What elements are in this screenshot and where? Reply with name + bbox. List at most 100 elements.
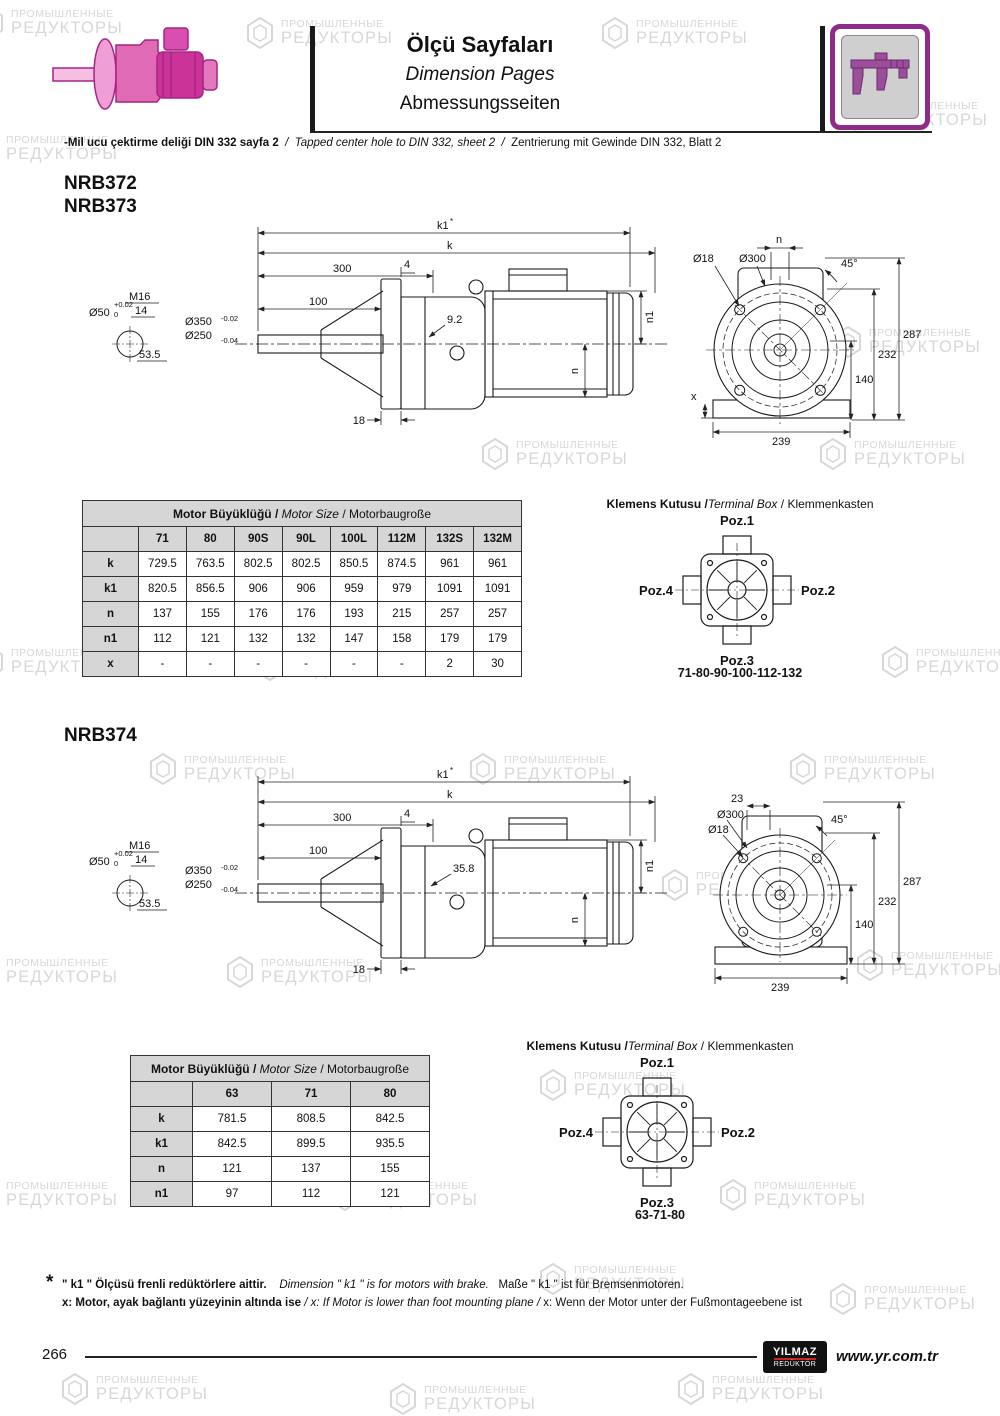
- dim-tol-m1: -0.02: [221, 314, 238, 323]
- dim-gap: 9.2: [447, 314, 462, 326]
- dim-23: 23: [731, 793, 743, 805]
- dim-100: 100: [309, 296, 327, 308]
- dim-d300: Ø300: [739, 253, 766, 265]
- dim-4: 4: [404, 808, 410, 820]
- dim-k1: k1: [437, 220, 449, 232]
- dim-n: n: [569, 917, 581, 923]
- dim-d350: Ø350: [185, 316, 212, 328]
- dim-d18: Ø18: [693, 253, 714, 265]
- dim-239: 239: [772, 436, 790, 448]
- page-number: 266: [42, 1346, 68, 1363]
- table-row: k1 820.5 856.5 906 906 959 979 1091 1091: [82, 576, 522, 602]
- terminal-box-diagram-nrb372: Poz.1 Poz.2 Poz.3 Poz.4: [639, 513, 835, 668]
- dim-tol-m2: -0.04: [221, 885, 238, 894]
- footer-rule: [85, 1356, 757, 1358]
- dim-18: 18: [353, 964, 365, 976]
- dim-m16: M16: [129, 291, 150, 303]
- header-divider-right: [820, 26, 825, 132]
- dim-k1-star: *: [450, 217, 453, 226]
- note-tr: -Mil ucu çektirme deliği DIN 332 sayfa 2: [64, 137, 279, 149]
- page-title-en: Dimension Pages: [405, 64, 555, 85]
- table-row: n1 112 121 132 132 147 158 179 179: [82, 626, 522, 652]
- dim-232: 232: [878, 896, 896, 908]
- din-note: -Mil ucu çektirme deliği DIN 332 sayfa 2…: [64, 137, 722, 149]
- table-row: k 729.5 763.5 802.5 802.5 850.5 874.5 96…: [82, 551, 522, 577]
- model-label-nrb374: NRB374: [64, 725, 137, 746]
- terminal-box-title: Klemens Kutusu /Terminal Box / Klemmenka…: [606, 497, 874, 511]
- dim-d350: Ø350: [185, 865, 212, 877]
- poz4-label: Poz.4: [559, 1125, 594, 1140]
- caliper-icon: [841, 35, 919, 119]
- caliper-icon-frame: [830, 24, 930, 130]
- dim-100: 100: [309, 845, 327, 857]
- dim-k: k: [447, 789, 453, 801]
- side-view-drawing-nrb374: k1 * k 300 4 100 35.8 18 Ø350 Ø250 -0.02…: [89, 766, 667, 976]
- dim-232: 232: [878, 349, 896, 361]
- dim-18: 18: [353, 415, 365, 427]
- dim-m16: M16: [129, 840, 150, 852]
- poz1-label: Poz.1: [720, 513, 754, 528]
- table-title: Motor Büyüklüğü / Motor Size / Motorbaug…: [82, 500, 522, 527]
- table-row: n 137 155 176 176 193 215 257 257: [82, 601, 522, 627]
- dim-287: 287: [903, 876, 921, 888]
- dim-d50: Ø50: [89, 307, 110, 319]
- gearmotor-photo: [52, 27, 218, 110]
- dim-239: 239: [771, 982, 789, 994]
- dim-x: x: [691, 391, 697, 403]
- note-de: Zentrierung mit Gewinde DIN 332, Blatt 2: [511, 137, 722, 149]
- dim-n: n: [569, 368, 581, 374]
- poz3-label: Poz.3: [720, 653, 754, 668]
- dim-45: 45°: [841, 258, 858, 270]
- dim-n: n: [776, 234, 782, 246]
- header-rule: [310, 131, 932, 133]
- model-label-nrb372: NRB372: [64, 173, 137, 194]
- table-row: k 781.5 808.5 842.5: [130, 1106, 430, 1132]
- page-title-tr: Ölçü Sayfaları: [406, 32, 554, 57]
- website-url: www.yr.com.tr: [836, 1348, 938, 1365]
- note-en: Tapped center hole to DIN 332, sheet 2: [294, 137, 496, 149]
- dimension-table-nrb374: Motor Büyüklüğü / Motor Size / Motorbaug…: [130, 1055, 430, 1207]
- dim-d50: Ø50: [89, 856, 110, 868]
- front-view-drawing-nrb372: Ø18 Ø300 n 45° 287 232 140 239 x: [691, 234, 921, 448]
- poz2-label: Poz.2: [801, 583, 835, 598]
- yilmaz-logo: YILMAZ REDÜKTÖR: [763, 1341, 827, 1373]
- dim-tol-plus: +0.02: [114, 849, 133, 858]
- footnote-k1: " k1 " Ölçüsü frenli redüktörlere aittir…: [62, 1279, 684, 1291]
- dim-d18: Ø18: [708, 824, 729, 836]
- dim-tol-m1: -0.02: [221, 863, 238, 872]
- dim-300: 300: [333, 812, 351, 824]
- footnote-x: x: Motor, ayak bağlantı yüzeyinin altınd…: [62, 1297, 802, 1309]
- dimension-table-nrb372: Motor Büyüklüğü / Motor Size / Motorbaug…: [82, 500, 522, 677]
- terminal-box-sizes: 63-71-80: [634, 1208, 686, 1222]
- terminal-box-sizes: 71-80-90-100-112-132: [677, 666, 803, 680]
- page-title-de: Abmessungsseiten: [399, 93, 561, 114]
- dim-14: 14: [135, 854, 147, 866]
- dim-n1: n1: [644, 311, 656, 323]
- poz1-label: Poz.1: [640, 1055, 674, 1070]
- dim-14: 14: [135, 305, 147, 317]
- dim-tol-plus: +0.02: [114, 300, 133, 309]
- dim-gap: 35.8: [453, 863, 474, 875]
- dim-d250: Ø250: [185, 330, 212, 342]
- dim-300: 300: [333, 263, 351, 275]
- table-row: x - - - - - - 2 30: [82, 651, 522, 677]
- table-row: n 121 137 155: [130, 1156, 430, 1182]
- dim-45: 45°: [831, 814, 848, 826]
- dim-535: 53.5: [139, 349, 160, 361]
- table-header-row: 71 80 90S 90L 100L 112M 132S 132M: [82, 526, 522, 552]
- poz3-label: Poz.3: [640, 1195, 674, 1210]
- dim-4: 4: [404, 259, 410, 271]
- footnote-asterisk: *: [46, 1272, 54, 1293]
- table-row: k1 842.5 899.5 935.5: [130, 1131, 430, 1157]
- dim-tol-m2: -0.04: [221, 336, 238, 345]
- table-header-row: 63 71 80: [130, 1081, 430, 1107]
- dim-tol-zero: 0: [114, 310, 118, 319]
- front-view-drawing-nrb374: 23 Ø300 Ø18 45° 287 232 140 239: [708, 793, 921, 994]
- poz4-label: Poz.4: [639, 583, 674, 598]
